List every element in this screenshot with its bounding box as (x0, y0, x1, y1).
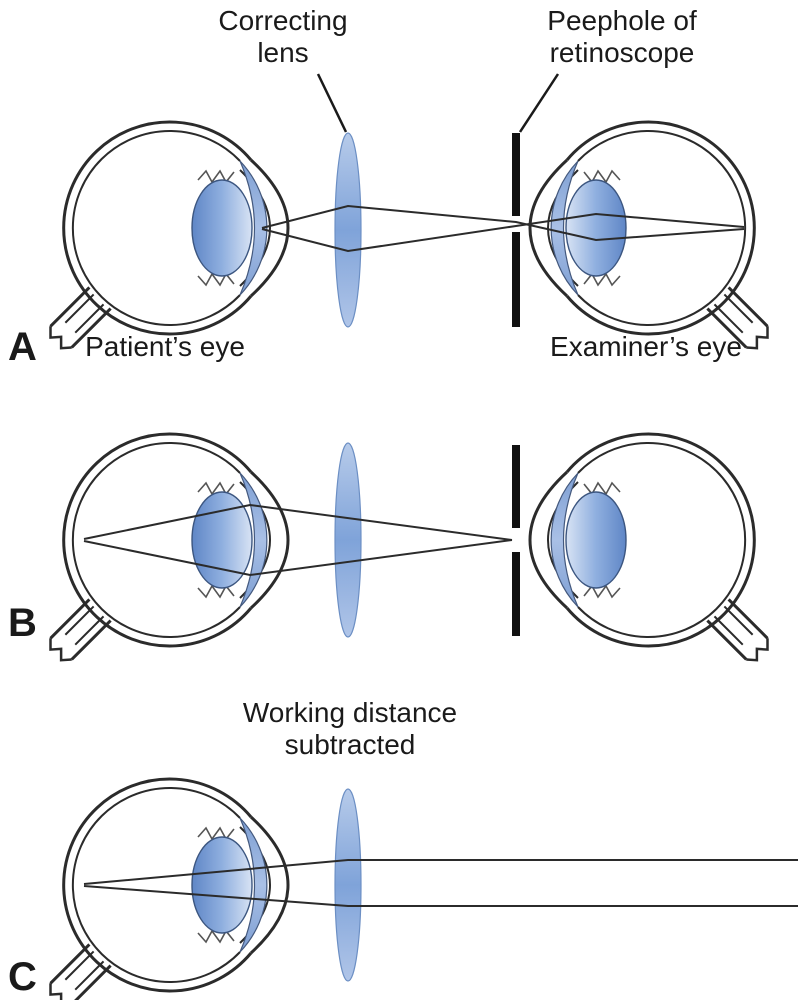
panel-a: Correcting lens Peephole of retinoscope … (8, 5, 775, 369)
panel-c-letter: C (8, 955, 37, 999)
correcting-lens-pointer-line (316, 73, 348, 133)
patients-eye-label: Patient’s eye (85, 331, 245, 362)
light-rays-a (261, 204, 745, 253)
examiner-eye-a (528, 120, 775, 355)
panel-b-letter: B (8, 601, 37, 645)
peephole-label-line1: Peephole of (547, 5, 697, 36)
correcting-lens-a (334, 132, 362, 328)
correcting-lens-label-line2: lens (257, 37, 308, 68)
working-distance-label-line2: subtracted (285, 729, 416, 760)
correcting-lens-b (334, 442, 362, 638)
light-ray (261, 204, 745, 242)
examiners-eye-label: Examiner’s eye (550, 331, 742, 362)
patient-eye-c (43, 777, 290, 1000)
light-rays-b (83, 503, 513, 577)
examiner-eye-b (528, 432, 775, 667)
light-rays-c (83, 859, 798, 907)
correcting-lens-label-line1: Correcting (218, 5, 347, 36)
light-ray (83, 885, 798, 907)
panel-b: B (8, 432, 775, 667)
correcting-lens-c (334, 788, 362, 982)
light-ray (83, 539, 513, 577)
peephole-pointer-line (518, 73, 560, 133)
panel-a-letter: A (8, 325, 37, 369)
panel-c: Working distance subtracted C (8, 697, 798, 1000)
light-ray (261, 212, 745, 253)
light-ray (83, 503, 513, 541)
working-distance-label-line1: Working distance (243, 697, 457, 728)
patient-eye-b (43, 432, 290, 667)
light-ray (83, 859, 798, 885)
peephole-label-line2: retinoscope (550, 37, 695, 68)
patient-eye-a (43, 120, 290, 355)
